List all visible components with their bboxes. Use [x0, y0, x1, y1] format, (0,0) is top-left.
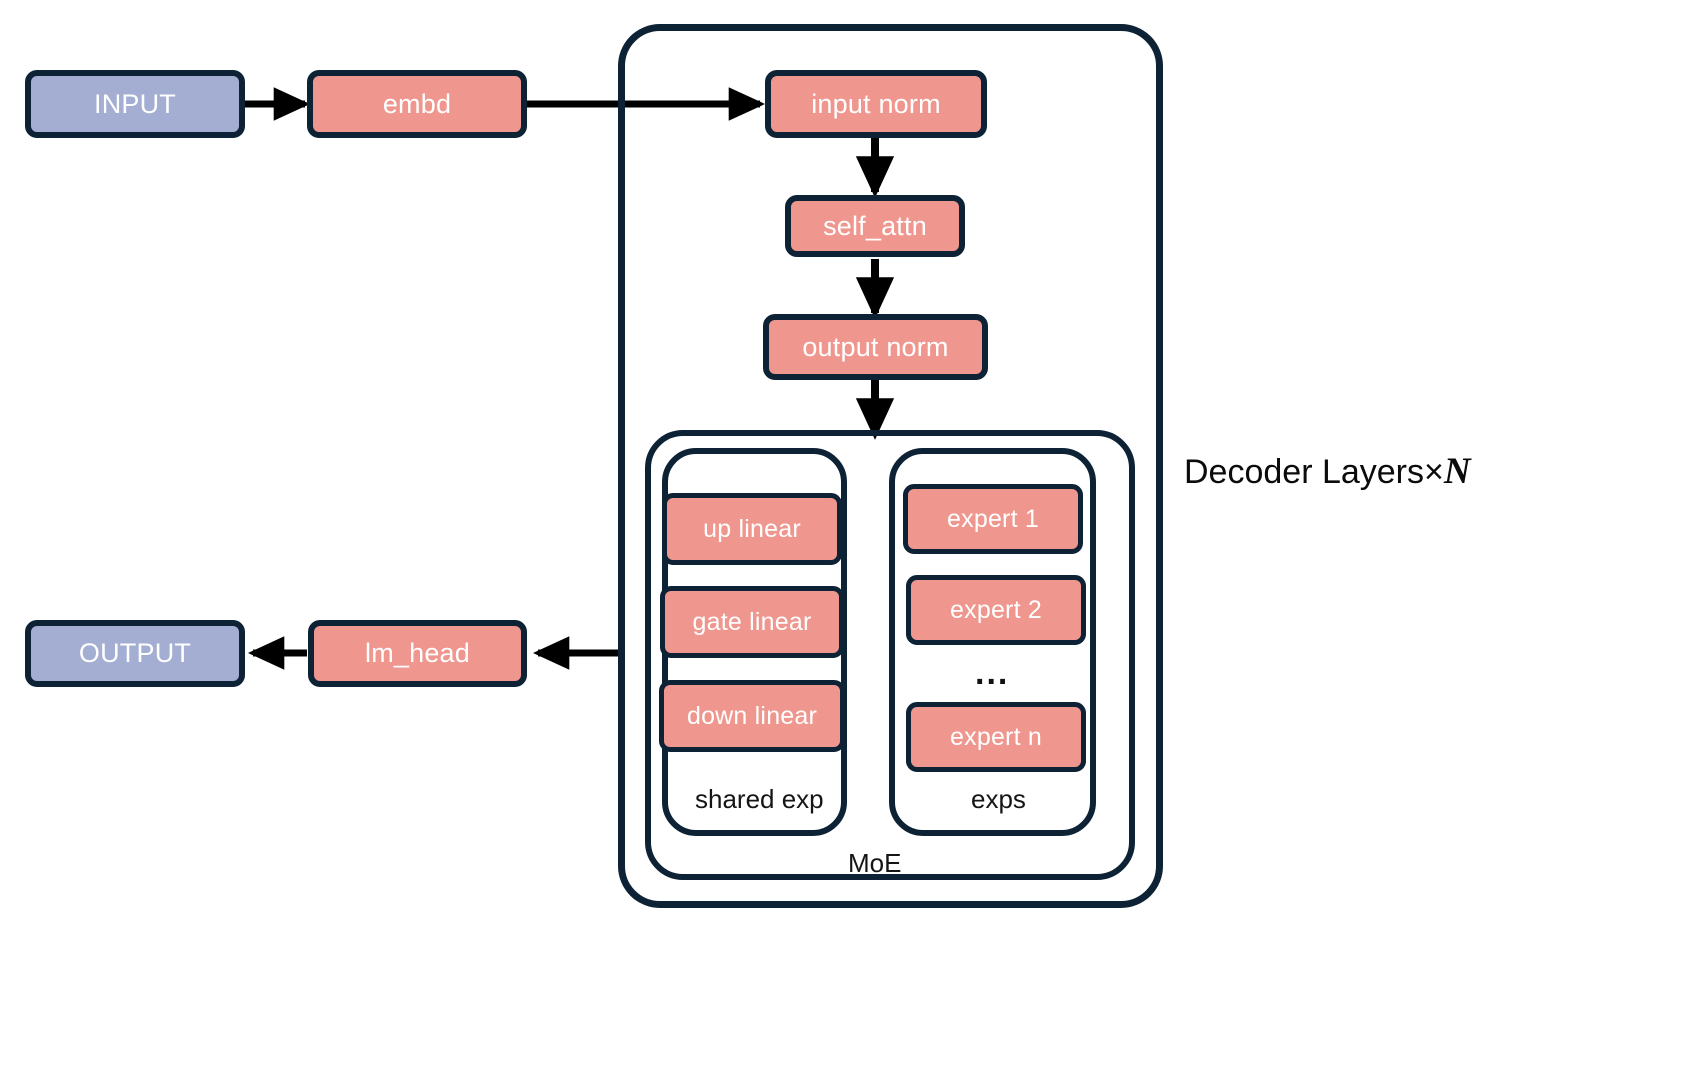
node-up-linear-label: up linear — [703, 514, 801, 543]
decoder-layers-count-n: N — [1443, 451, 1471, 492]
node-lm-head[interactable]: lm_head — [308, 620, 527, 687]
node-self-attn[interactable]: self_attn — [785, 195, 965, 257]
node-expert-2[interactable]: expert 2 — [906, 575, 1086, 645]
node-expert-n[interactable]: expert n — [906, 702, 1086, 772]
caption-exps: exps — [971, 784, 1026, 814]
node-embd[interactable]: embd — [307, 70, 527, 138]
caption-shared-exp: shared exp — [695, 784, 824, 814]
node-lm-head-label: lm_head — [365, 638, 470, 668]
decoder-layers-container — [618, 24, 1163, 908]
node-expert-n-label: expert n — [950, 722, 1042, 751]
experts-container — [889, 448, 1096, 836]
expert-ellipsis: ... — [975, 654, 1010, 692]
caption-moe: MoE — [848, 848, 902, 878]
node-self-attn-label: self_attn — [823, 210, 927, 241]
node-down-linear[interactable]: down linear — [659, 680, 845, 752]
node-output-norm[interactable]: output norm — [763, 314, 988, 380]
node-gate-linear-label: gate linear — [692, 607, 812, 636]
node-output[interactable]: OUTPUT — [25, 620, 245, 687]
node-expert-1-label: expert 1 — [947, 504, 1039, 533]
node-up-linear[interactable]: up linear — [662, 493, 842, 565]
node-expert-2-label: expert 2 — [950, 595, 1042, 624]
node-embd-label: embd — [382, 88, 452, 119]
node-input[interactable]: INPUT — [25, 70, 245, 138]
node-down-linear-label: down linear — [686, 701, 818, 730]
node-input-norm-label: input norm — [811, 88, 941, 119]
decoder-layers-text: Decoder Layers× — [1184, 453, 1444, 491]
node-output-norm-label: output norm — [802, 331, 949, 362]
node-output-label: OUTPUT — [78, 638, 192, 668]
node-expert-1[interactable]: expert 1 — [903, 484, 1083, 554]
caption-decoder-layers: Decoder Layers×N — [1184, 450, 1471, 493]
node-input-norm[interactable]: input norm — [765, 70, 987, 138]
node-gate-linear[interactable]: gate linear — [660, 586, 844, 658]
node-input-label: INPUT — [94, 88, 176, 119]
